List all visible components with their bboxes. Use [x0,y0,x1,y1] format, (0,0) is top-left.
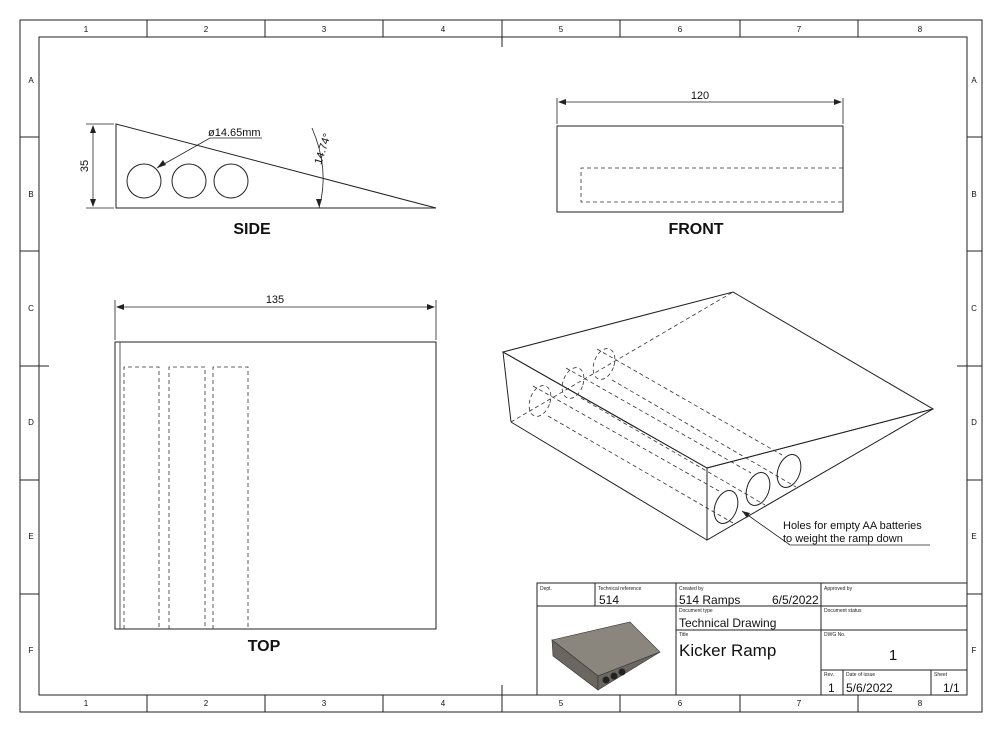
row-label-f: F [29,646,34,655]
row-label-c-right: C [971,304,977,313]
row-label-d-right: D [971,418,977,427]
col-label-1: 1 [84,25,89,34]
rev-value: 1 [828,681,835,695]
issue-date-value: 5/6/2022 [846,681,893,695]
row-label-d: D [28,418,34,427]
top-length-dimension: 135 [266,294,284,306]
note-line-2: to weight the ramp down [783,533,903,545]
front-view: 120 FRONT [556,90,844,238]
created-by-label: Created by [679,586,704,592]
note-line-1: Holes for empty AA batteries [783,520,922,532]
hole-diameter-dimension: ø14.65mm [208,127,261,139]
inner-frame [38,36,968,696]
row-label-b: B [28,190,33,199]
col-label-3-bottom: 3 [322,699,327,708]
isometric-view [501,291,935,541]
front-view-outline [556,125,844,213]
issue-date-label: Date of issue [846,672,875,678]
iso-hole-3 [776,454,802,488]
dwg-no-value: 1 [889,647,897,664]
col-label-7: 7 [797,25,802,34]
col-label-4-bottom: 4 [441,699,446,708]
column-labels-top: 1 2 3 4 5 6 7 8 [84,25,923,34]
tech-ref-label: Technical reference [598,586,642,592]
side-hole-3 [213,163,249,199]
col-label-7-bottom: 7 [797,699,802,708]
col-label-2-bottom: 2 [204,699,209,708]
sheet-label: Sheet [934,672,948,678]
tech-ref-value: 514 [599,593,619,607]
col-label-5-bottom: 5 [559,699,564,708]
top-view-label: TOP [248,638,281,655]
approved-by-label: Approved by [824,586,853,592]
battery-note: Holes for empty AA batteries to weight t… [741,510,930,546]
column-ticks-bottom [146,685,859,712]
row-label-a-right: A [971,76,977,85]
row-label-f-right: F [972,646,977,655]
front-width-dimension: 120 [691,90,709,102]
col-label-5: 5 [559,25,564,34]
side-view-outline [115,123,437,209]
drawing-title: Kicker Ramp [679,641,776,660]
created-date-value: 6/5/2022 [772,593,819,607]
col-label-2: 2 [204,25,209,34]
row-label-e-right: E [971,532,976,541]
front-hidden-hole [580,167,843,203]
dwg-no-label: DWG No. [824,632,845,638]
top-hidden-hole-1 [123,366,160,629]
ramp-thumbnail [551,621,661,691]
side-hole-2 [171,163,207,199]
title-block: Dept. Technical reference 514 Created by… [536,582,968,696]
col-label-8-bottom: 8 [918,699,923,708]
front-view-label: FRONT [668,221,723,238]
doc-status-label: Document status [824,608,862,614]
row-ticks-right [957,136,982,595]
col-label-3: 3 [322,25,327,34]
column-ticks-top [146,20,859,47]
created-by-value: 514 Ramps [679,593,740,607]
iso-hole-2 [745,472,771,506]
column-labels-bottom: 1 2 3 4 5 6 7 8 [84,699,923,708]
col-label-4: 4 [441,25,446,34]
doc-type-label: Document type [679,608,713,614]
col-label-6: 6 [678,25,683,34]
doc-type-value: Technical Drawing [679,616,776,630]
col-label-6-bottom: 6 [678,699,683,708]
row-label-b-right: B [971,190,976,199]
row-label-e: E [28,532,33,541]
side-view: 35 ø14.65mm 14.74° SIDE [79,123,437,238]
row-ticks-left [20,136,49,595]
row-label-a: A [28,76,34,85]
sheet-value: 1/1 [943,681,960,695]
title-label: Title [679,632,688,638]
dept-label: Dept. [540,586,552,592]
side-view-label: SIDE [233,221,271,238]
col-label-1-bottom: 1 [84,699,89,708]
row-label-c: C [28,304,34,313]
top-hidden-hole-3 [212,366,249,629]
row-labels-left: A B C D E F [28,76,34,655]
rev-label: Rev. [824,672,834,678]
top-view: 135 TOP [114,294,437,655]
iso-hidden-bores [510,291,934,524]
side-height-dimension: 35 [79,160,91,172]
row-labels-right: A B C D E F [971,76,977,655]
top-hidden-hole-2 [168,366,206,629]
top-view-outline [114,341,437,630]
col-label-8: 8 [918,25,923,34]
side-hole-1 [126,163,162,199]
iso-hole-1 [713,490,739,524]
